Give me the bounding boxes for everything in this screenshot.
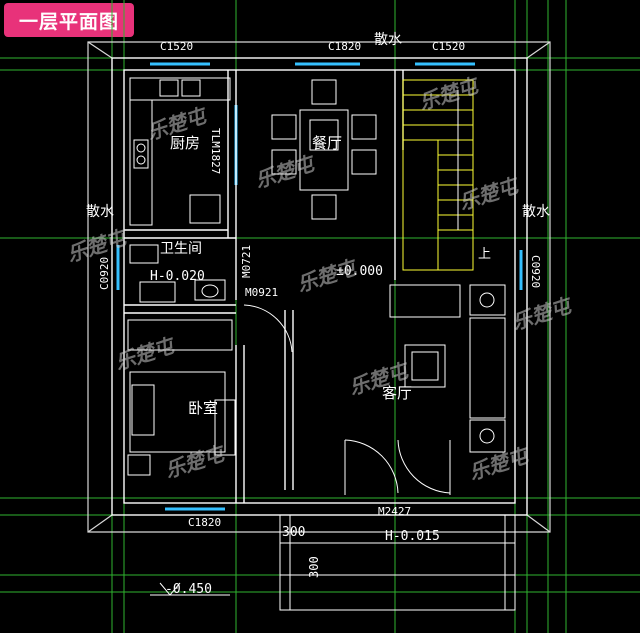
watermark: 乐楚屯: [456, 172, 523, 214]
step-dimension-2: 300: [307, 556, 321, 578]
dining-set: [271, 79, 377, 220]
room-label-living: 客厅: [382, 384, 412, 402]
floor-level-label: ±0.000: [336, 264, 383, 279]
porch: [279, 514, 516, 611]
watermark: 乐楚屯: [112, 332, 179, 374]
door-swings: [243, 304, 451, 495]
door-tag-bathroom: M0721: [240, 245, 253, 278]
apron-label-top: 散水: [374, 32, 402, 48]
bath-level-label: H-0.020: [150, 269, 205, 284]
bathroom-fixtures: [129, 244, 226, 303]
room-label-bedroom: 卧室: [188, 399, 218, 417]
door-tag-kitchen: TLM1827: [209, 128, 222, 174]
ground-level-label: -0.450: [165, 582, 212, 597]
apron-label-right: 散水: [522, 204, 550, 220]
stairs-up-label: 上: [478, 247, 491, 262]
watermark: 乐楚屯: [162, 440, 229, 482]
room-label-dining: 餐厅: [312, 134, 342, 152]
ground-level-marker: [150, 582, 230, 596]
window-tag-bottom-left: C1820: [188, 516, 221, 529]
watermark: 乐楚屯: [466, 442, 533, 484]
bedroom-furniture: [127, 319, 236, 476]
window-tag-right: C0920: [529, 255, 542, 288]
living-furniture: [389, 284, 506, 453]
door-tag-main: M2427: [378, 505, 411, 518]
watermark: 乐楚屯: [252, 150, 319, 192]
room-label-bathroom: 卫生间: [160, 241, 202, 257]
watermark: 乐楚屯: [294, 254, 361, 296]
step-dimension-1: 300: [282, 525, 305, 540]
porch-level-label: H-0.015: [385, 529, 440, 544]
window-tag-top-mid: C1820: [328, 40, 361, 53]
interior-walls: [124, 70, 404, 503]
apron-label-left: 散水: [86, 204, 114, 220]
apron-outline: [87, 41, 551, 533]
kitchen-fixtures: [129, 77, 231, 226]
room-label-kitchen: 厨房: [170, 134, 200, 152]
window-tag-top-right: C1520: [432, 40, 465, 53]
staircase: [402, 79, 474, 271]
window-tag-top-left: C1520: [160, 40, 193, 53]
door-tag-bedroom: M0921: [245, 286, 278, 299]
window-tag-left: C0920: [98, 257, 111, 290]
